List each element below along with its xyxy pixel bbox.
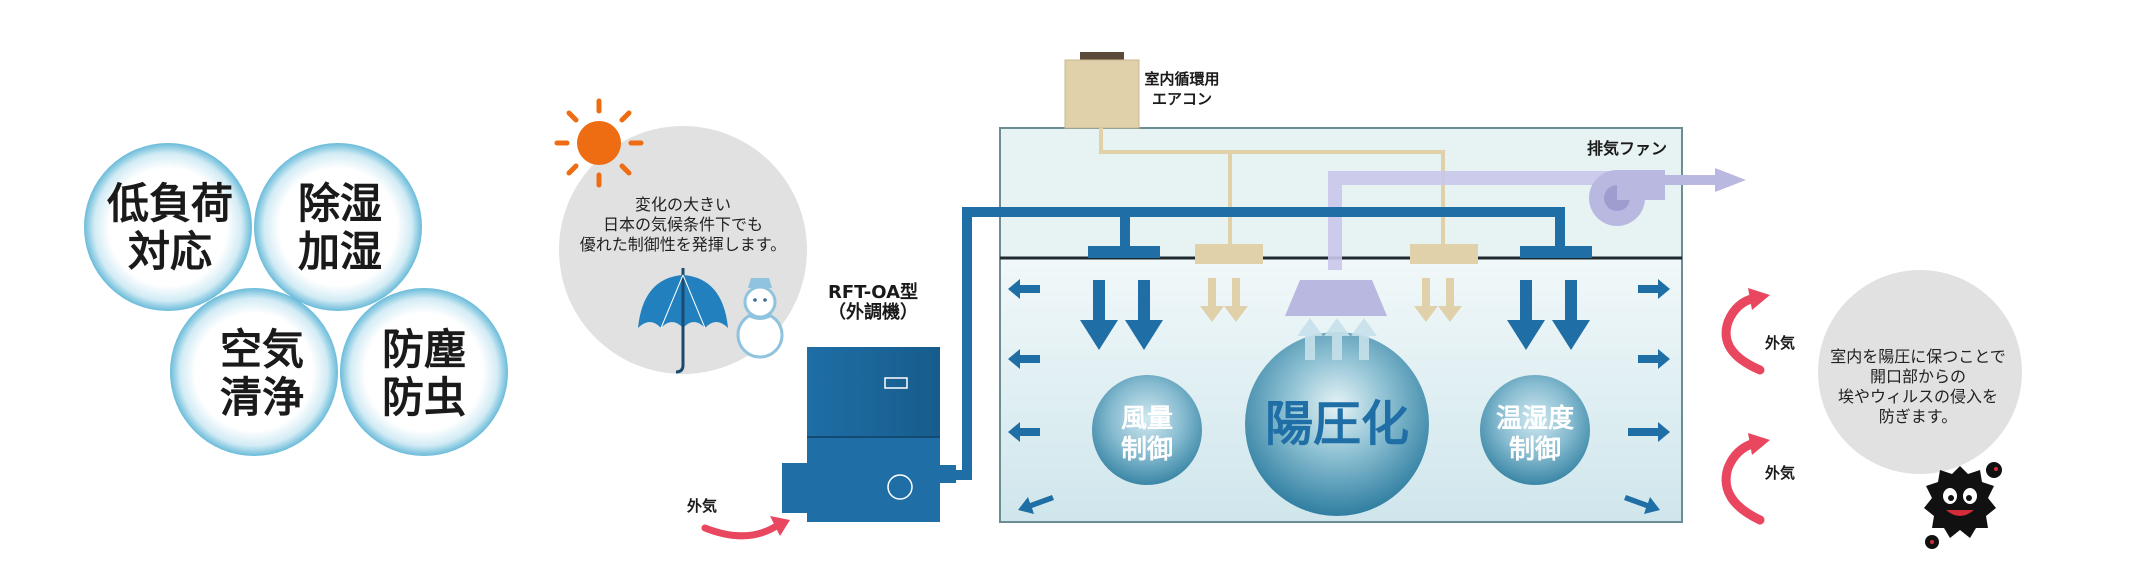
- feature-text-insect-1: 防塵: [382, 325, 466, 374]
- aircon-label-1: 室内循環用: [1144, 70, 1219, 88]
- protection-line4: 防ぎます。: [1879, 407, 1957, 426]
- room-orbs: 風量 制御 陽圧化 温湿度 制御: [1092, 318, 1590, 516]
- pressure-text: 陽圧化: [1265, 396, 1409, 452]
- supply-arrows: [1080, 280, 1590, 350]
- outside-air-label-left: 外気: [686, 497, 717, 515]
- protection-line3: 埃やウィルスの侵入を: [1838, 387, 1998, 406]
- aircon-label-2: エアコン: [1152, 90, 1212, 108]
- airflow-text-1: 風量: [1121, 404, 1173, 434]
- aircon-body: [1064, 59, 1140, 129]
- feature-text-load-1: 低負荷: [107, 179, 233, 228]
- unit-model-label: RFT-OA型: [828, 281, 918, 303]
- humidity-text-2: 制御: [1509, 434, 1561, 465]
- protection-bubble: [1818, 270, 2022, 474]
- snowman-icon: [736, 278, 784, 359]
- outside-air-label-bottom: 外気: [1764, 464, 1795, 482]
- airflow-text-2: 制御: [1121, 434, 1173, 465]
- outside-air-intake: 外気: [686, 497, 790, 540]
- wall-outflow-arrows: [1008, 279, 1670, 514]
- protection-line2: 開口部からの: [1870, 367, 1966, 386]
- weather-bubble: [559, 126, 807, 374]
- exhaust-system: 排気ファン: [1285, 139, 1746, 316]
- umbrella-icon: [638, 268, 728, 374]
- exhaust-arrow: [1715, 168, 1746, 192]
- outside-repel-arrows: 外気 外気: [1721, 288, 1795, 525]
- feature-text-humidity-2: 加湿: [298, 227, 382, 276]
- outside-air-arrowhead: [770, 516, 790, 536]
- virus-character-icon: [1924, 462, 2002, 549]
- feature-circle-load: [84, 143, 252, 311]
- weather-note-line3: 優れた制御性を発揮します。: [580, 235, 786, 254]
- protection-line1: 室内を陽圧に保つことで: [1830, 347, 2006, 366]
- humidity-orb: [1480, 375, 1590, 485]
- sun-icon: [554, 98, 644, 188]
- weather-note-line1: 変化の大きい: [635, 195, 731, 214]
- rft-oa-unit: RFT-OA型 （外調機）: [782, 281, 956, 522]
- exhaust-fan-label: 排気ファン: [1587, 139, 1667, 158]
- weather-note-line2: 日本の気候条件下でも: [603, 215, 763, 234]
- feature-text-insect-2: 防虫: [382, 373, 466, 422]
- feature-circle-humidity: [254, 143, 422, 311]
- exhaust-fan-icon: [1589, 170, 1665, 226]
- unit-intake: [782, 463, 810, 513]
- unit-sub-label: （外調機）: [828, 301, 918, 323]
- supply-diffuser-left: [1088, 246, 1160, 258]
- feature-text-humidity-1: 除湿: [298, 179, 382, 228]
- protection-note: 室内を陽圧に保つことで 開口部からの 埃やウィルスの侵入を 防ぎます。: [1818, 270, 2022, 549]
- feature-circles: 低負荷 対応 除湿 加湿 空気 清浄 防塵 防虫: [84, 143, 508, 456]
- feature-circle-air: [170, 288, 338, 456]
- feature-text-load-2: 対応: [128, 227, 212, 276]
- weather-note: 変化の大きい 日本の気候条件下でも 優れた制御性を発揮します。: [554, 98, 807, 374]
- exhaust-diffuser: [1285, 280, 1387, 316]
- pressure-orb: [1245, 332, 1429, 516]
- airflow-orb: [1092, 375, 1202, 485]
- aircon-cap: [1080, 52, 1124, 62]
- feature-circle-insect: [340, 288, 508, 456]
- feature-text-air-1: 空気: [220, 325, 304, 374]
- aircon-diffuser-right: [1410, 244, 1478, 264]
- humidity-text-1: 温湿度: [1496, 403, 1574, 434]
- unit-lower: [807, 437, 940, 522]
- aircon-diffuser-left: [1195, 244, 1263, 264]
- supply-diffuser-right: [1520, 246, 1592, 258]
- feature-text-air-2: 清浄: [220, 373, 304, 422]
- supply-duct: [950, 207, 1565, 480]
- indoor-aircon: 室内循環用 エアコン: [1064, 52, 1478, 322]
- outside-air-label-top: 外気: [1764, 334, 1795, 352]
- unit-upper: [807, 347, 940, 437]
- pressure-up-arrows: [1297, 318, 1377, 360]
